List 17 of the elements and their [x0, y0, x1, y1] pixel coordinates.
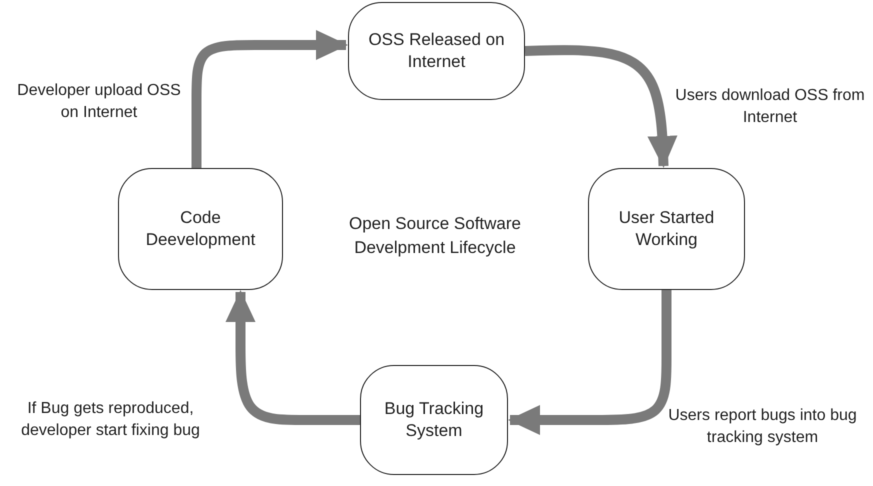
- arrow: [524, 45, 678, 168]
- edge-label: If Bug gets reproduced, developer start fixing bug: [20, 399, 201, 441]
- edge-label: Users download OSS from Internet: [675, 86, 865, 128]
- process-box: [588, 168, 745, 290]
- process-box: [360, 365, 508, 475]
- node-label: User Started Working: [618, 206, 716, 251]
- edge-label: Users report bugs into bug tracking system: [667, 406, 858, 448]
- node-label: Bug Tracking System: [383, 398, 485, 442]
- process-box: [118, 168, 283, 290]
- edge-label: Developer upload OSS on Internet: [16, 81, 182, 123]
- arrow: [508, 290, 672, 435]
- diagram-title: Open Source Software Develpment Lifecycle: [348, 213, 522, 259]
- arrow: [226, 290, 360, 425]
- node-label: OSS Released on Internet: [367, 28, 506, 73]
- node-label: Code Deevelopment: [144, 206, 256, 251]
- process-box: [348, 2, 525, 100]
- arrow: [192, 30, 348, 168]
